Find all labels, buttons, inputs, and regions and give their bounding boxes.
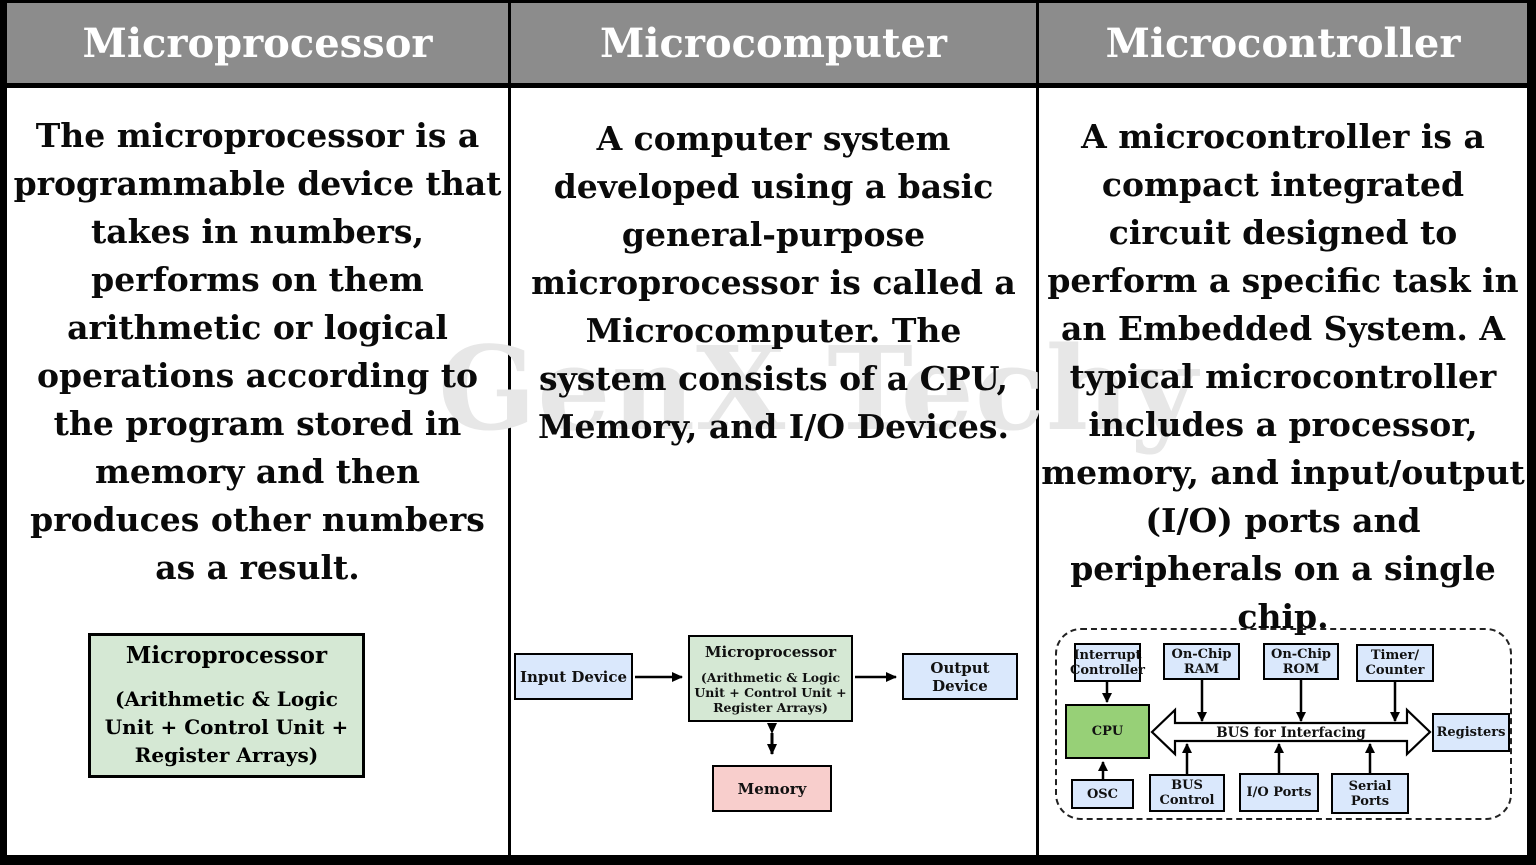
serial-ports-line2: Ports: [1350, 793, 1390, 809]
table-grid: Microprocessor Microcomputer Microcontro…: [7, 3, 1527, 855]
bus-control-line1: BUS: [1171, 778, 1203, 793]
io-ports-box: I/O Ports: [1239, 773, 1319, 812]
output-device-box: Output Device: [902, 653, 1018, 700]
microprocessor-box-title: Microprocessor: [125, 642, 328, 669]
microcontroller-diagram: BUS for Interfacing Interrupt Controller: [1055, 628, 1512, 820]
microcomputer-diagram-arrows: [635, 672, 897, 755]
registers-box: Registers: [1432, 713, 1510, 752]
header-microcomputer: Microcomputer: [511, 3, 1036, 83]
microprocessor-diagram-box: Microprocessor (Arithmetic & Logic Unit …: [88, 633, 365, 778]
genx-techy-watermark: GenX Techy: [438, 322, 1199, 457]
osc-label: OSC: [1086, 786, 1119, 802]
microcomputer-cell: A computer system developed using a basi…: [511, 88, 1036, 855]
interrupt-controller-line1: Interrupt: [1073, 647, 1142, 663]
osc-box: OSC: [1071, 779, 1134, 809]
header-microcomputer-label: Microcomputer: [600, 19, 947, 67]
onchip-rom-line1: On-Chip: [1271, 646, 1331, 662]
serial-ports-box: Serial Ports: [1331, 773, 1409, 814]
header-microprocessor: Microprocessor: [7, 3, 508, 83]
registers-label: Registers: [1436, 725, 1506, 740]
microprocessor-center-box: Microprocessor (Arithmetic & Logic Unit …: [688, 635, 853, 722]
input-device-label: Input Device: [519, 667, 628, 686]
microcontroller-diagram-arrows: BUS for Interfacing: [1098, 680, 1432, 779]
onchip-ram-box: On-Chip RAM: [1163, 643, 1240, 680]
onchip-ram-line2: RAM: [1183, 661, 1220, 677]
output-device-label: Output Device: [930, 658, 990, 695]
timer-counter-line2: Counter: [1365, 663, 1425, 678]
cpu-box: CPU: [1065, 704, 1150, 759]
header-microprocessor-label: Microprocessor: [82, 19, 433, 67]
io-ports-label: I/O Ports: [1246, 785, 1312, 800]
onchip-rom-box: On-Chip ROM: [1263, 643, 1339, 680]
bus-control-line2: Control: [1159, 793, 1215, 808]
bus-control-box: BUS Control: [1149, 774, 1225, 812]
memory-box: Memory: [712, 765, 832, 812]
onchip-rom-line2: ROM: [1282, 661, 1320, 677]
header-microcontroller-label: Microcontroller: [1105, 19, 1461, 67]
microprocessor-description: The microprocessor is a programmable dev…: [13, 116, 502, 587]
header-microcontroller: Microcontroller: [1039, 3, 1527, 83]
interrupt-controller-box: Interrupt Controller: [1070, 643, 1145, 682]
onchip-ram-line1: On-Chip: [1171, 646, 1232, 662]
processor-title: Microprocessor: [704, 642, 837, 661]
interrupt-controller-line2: Controller: [1070, 662, 1145, 678]
serial-ports-line1: Serial: [1348, 778, 1392, 794]
microprocessor-cell: The microprocessor is a programmable dev…: [7, 88, 508, 855]
timer-counter-line1: Timer/: [1370, 648, 1420, 663]
microcomputer-description: A computer system developed using a basi…: [531, 119, 1016, 446]
processor-subtitle: (Arithmetic & Logic Unit + Control Unit …: [694, 669, 847, 715]
input-device-box: Input Device: [514, 653, 633, 700]
timer-counter-box: Timer/ Counter: [1356, 644, 1434, 682]
microcontroller-cell: A microcontroller is a compact integrate…: [1039, 88, 1527, 855]
memory-label: Memory: [737, 779, 807, 798]
microprocessor-box-subtitle: (Arithmetic & Logic Unit + Control Unit …: [104, 687, 349, 767]
cpu-label: CPU: [1091, 724, 1124, 739]
microcontroller-description: A microcontroller is a compact integrate…: [1041, 117, 1525, 636]
bus-arrow-shape: [1150, 707, 1432, 757]
bus-label: BUS for Interfacing: [1216, 725, 1366, 741]
